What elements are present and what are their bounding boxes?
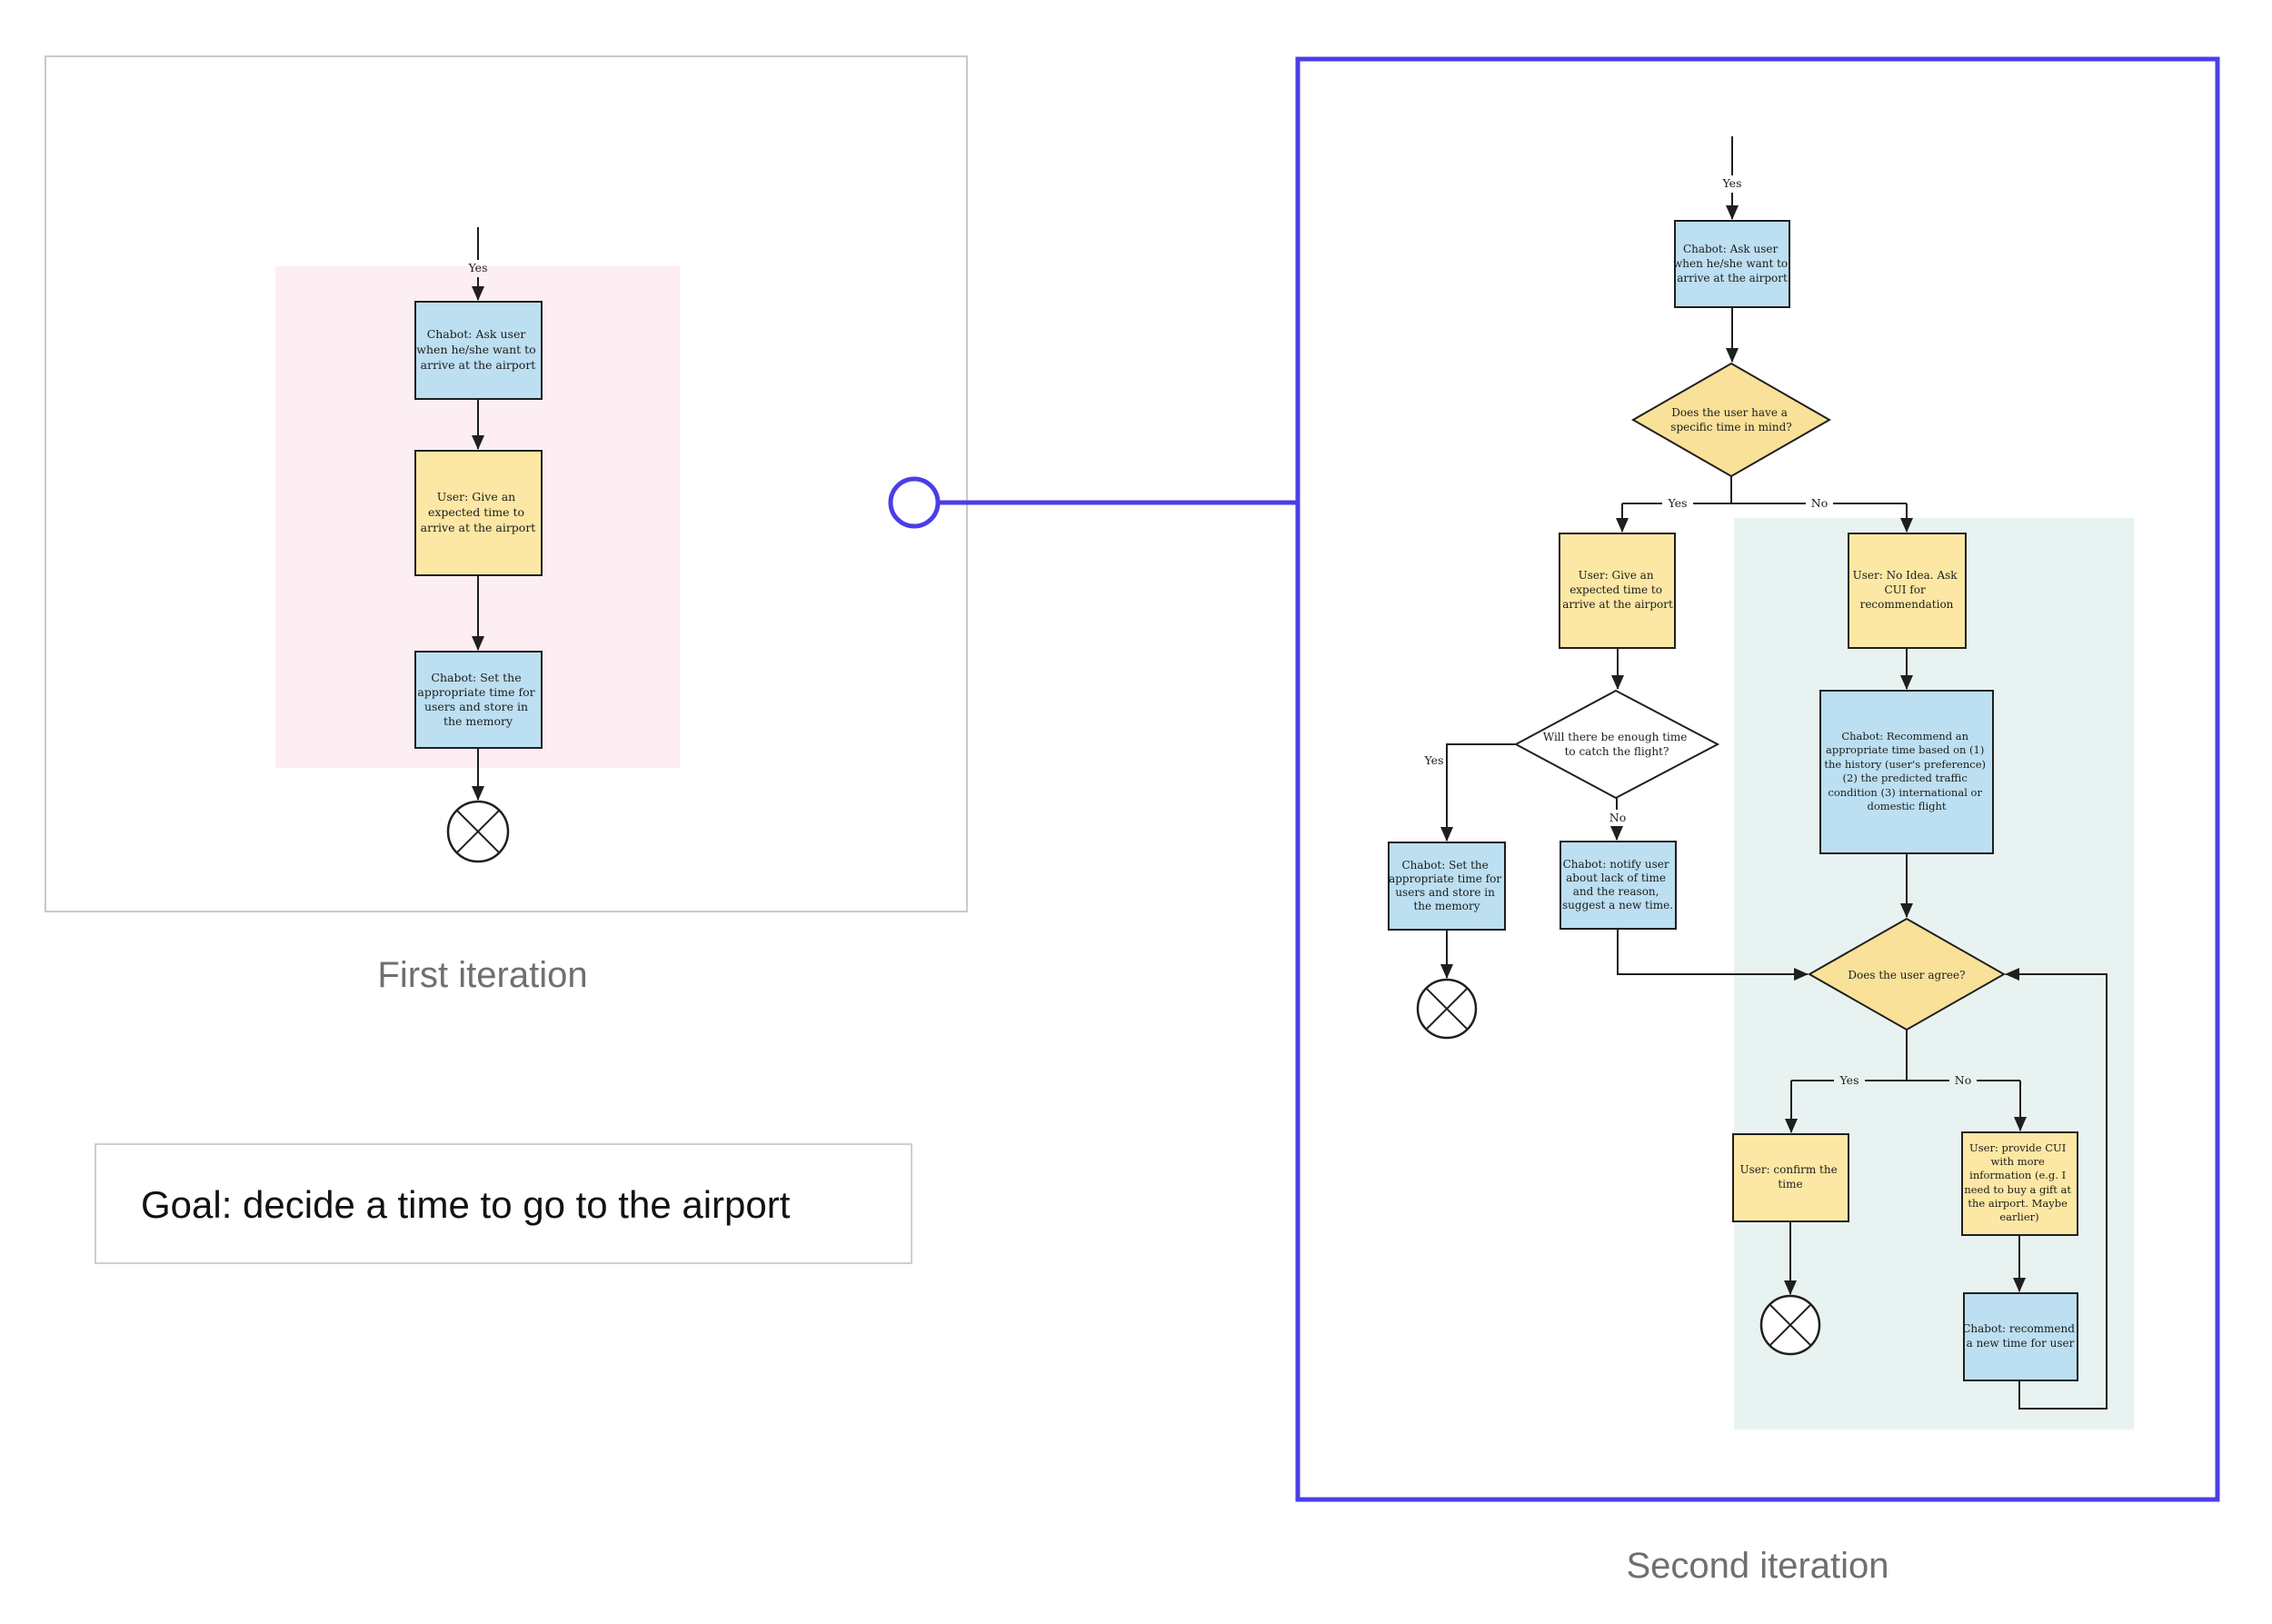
process-box [1559, 533, 1676, 649]
node-chatbot-set-time: Chabot: Set the appropriate time for use… [414, 651, 543, 749]
process-box [1848, 533, 1967, 649]
decision-split-line [1791, 1030, 2020, 1081]
arrow-enoughtime-yes-to-set [1440, 743, 1516, 842]
node-label: User: Give an expected time to arrive at… [421, 490, 536, 534]
process-box [414, 450, 543, 576]
no-branch-label: No [1811, 496, 1828, 510]
no-branch-label: No [1955, 1073, 1971, 1087]
label-background [1806, 495, 1833, 511]
goal-box-border [95, 1143, 912, 1264]
node-label: User: provide CUI with more information … [1964, 1141, 2074, 1223]
node-chatbot-ask-user: Chabot: Ask user when he/she want to arr… [414, 301, 543, 400]
arrow-notify-to-agree [1617, 929, 1809, 981]
node-label: Chabot: notify user about lack of time a… [1562, 858, 1673, 912]
label-background [1834, 1072, 1865, 1088]
yes-branch-label: Yes [1668, 496, 1688, 510]
node-label: Does the user agree? [1848, 969, 1965, 981]
node-label: User: No Idea. Ask CUI for recommendatio… [1853, 569, 1961, 611]
end-terminator-icon [1759, 1294, 1821, 1356]
no-branch-label: No [1609, 811, 1626, 824]
yes-branch-label: Yes [1839, 1073, 1859, 1087]
end-terminator-icon [1416, 978, 1478, 1040]
process-box [1560, 841, 1677, 930]
node-label: Chabot: Recommend an appropriate time ba… [1824, 730, 1988, 812]
node-chatbot-new-time: Chabot: recommend a new time for user [1962, 1292, 2078, 1381]
node-label: User: confirm the time [1739, 1163, 1840, 1191]
feedback-loop-to-agree [2005, 968, 2108, 1410]
first-iteration-panel: Yes Chabot: Ask user when he/she want to… [45, 55, 968, 995]
second-iteration-caption: Second iteration [1626, 1546, 1888, 1586]
node-label: Chabot: Set the appropriate time for use… [417, 671, 538, 728]
node-user-give-time: User: Give an expected time to arrive at… [1559, 533, 1676, 649]
first-iteration-caption: First iteration [377, 955, 587, 995]
label-background [1662, 495, 1693, 511]
node-label: Chabot: Set the appropriate time for use… [1389, 859, 1505, 912]
node-user-no-idea: User: No Idea. Ask CUI for recommendatio… [1848, 533, 1967, 649]
node-label: Chabot: Ask user when he/she want to arr… [416, 327, 539, 372]
node-chatbot-set-time: Chabot: Set the appropriate time for use… [1388, 842, 1506, 931]
process-box [1388, 842, 1506, 931]
entry-yes-label: Yes [468, 261, 488, 274]
node-label: Will there be enough time to catch the f… [1543, 731, 1690, 758]
node-chatbot-recommend: Chabot: Recommend an appropriate time ba… [1819, 690, 1994, 854]
end-terminator-icon [446, 800, 510, 863]
entry-yes-label: Yes [1722, 176, 1742, 190]
second-iteration-panel: Yes Chabot: Ask user when he/she want to… [1295, 56, 2220, 1586]
process-box [1963, 1292, 2078, 1381]
node-label: Does the user have a specific time in mi… [1670, 406, 1791, 433]
yes-branch-label: Yes [1424, 753, 1444, 767]
process-box [414, 651, 543, 749]
label-background [1949, 1072, 1977, 1088]
node-chatbot-ask-user: Chabot: Ask user when he/she want to arr… [1673, 220, 1791, 308]
node-user-confirm: User: confirm the time [1732, 1133, 1849, 1222]
node-label: Chabot: recommend a new time for user [1962, 1322, 2078, 1350]
goal-text: Goal: decide a time to go to the airport [141, 1183, 791, 1226]
process-box [1961, 1131, 2078, 1236]
goal-box: Goal: decide a time to go to the airport [95, 1143, 912, 1264]
node-chatbot-notify: Chabot: notify user about lack of time a… [1560, 841, 1677, 930]
node-user-give-time: User: Give an expected time to arrive at… [414, 450, 543, 576]
decision-enough-time: Will there be enough time to catch the f… [1513, 689, 1720, 800]
node-user-provide-info: User: provide CUI with more information … [1961, 1131, 2078, 1236]
node-label: Chabot: Ask user when he/she want to arr… [1673, 243, 1791, 284]
decision-specific-time: Does the user have a specific time in mi… [1630, 362, 1832, 478]
node-label: User: Give an expected time to arrive at… [1562, 569, 1673, 611]
